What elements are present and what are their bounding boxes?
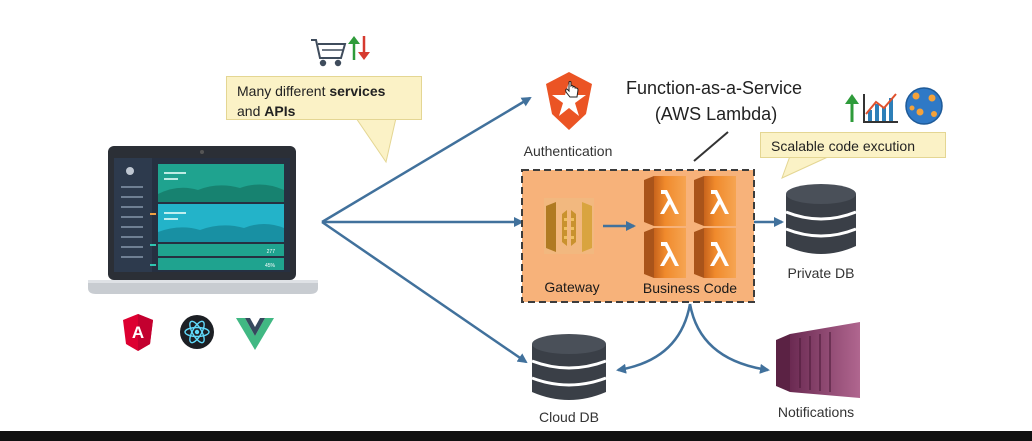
bottom-bar bbox=[0, 431, 1032, 441]
lambda-function-icon-2 bbox=[694, 176, 736, 226]
faas-title-line2: (AWS Lambda) bbox=[655, 104, 777, 124]
apis-callout-text: and bbox=[237, 103, 265, 119]
line-chart-icon bbox=[863, 93, 898, 123]
auth0-icon bbox=[546, 72, 592, 130]
people-network-icon bbox=[905, 87, 943, 125]
notifications-icon bbox=[776, 322, 860, 398]
faas-title-line1: Function-as-a-Service bbox=[626, 78, 802, 98]
svg-text:A: A bbox=[132, 323, 144, 342]
growth-up-arrow-icon bbox=[845, 94, 859, 122]
lambda-function-icon-4 bbox=[694, 228, 736, 278]
scalable-callout-text: Scalable code excution bbox=[771, 138, 915, 154]
lambda-function-icon-1 bbox=[644, 176, 686, 226]
business-code-label: Business Code bbox=[643, 280, 737, 296]
services-callout: Many different services and APIs bbox=[226, 76, 422, 120]
shopping-cart-icon bbox=[311, 39, 347, 67]
laptop-stat-1: 277 bbox=[267, 249, 276, 255]
faas-pointer-line bbox=[693, 131, 729, 162]
react-icon bbox=[180, 315, 214, 349]
services-callout-pointer bbox=[355, 117, 397, 164]
private-db-label: Private DB bbox=[788, 265, 855, 281]
private-db-icon bbox=[785, 184, 857, 254]
cloud-db-label: Cloud DB bbox=[539, 409, 599, 425]
api-gateway-icon bbox=[544, 198, 594, 254]
authentication-label: Authentication bbox=[524, 143, 613, 159]
laptop-stat-2: 45% bbox=[265, 263, 276, 269]
laptop-illustration: 277 45% bbox=[88, 146, 318, 294]
scalable-callout: Scalable code excution bbox=[760, 132, 946, 158]
up-down-arrows-icon bbox=[348, 36, 370, 60]
gateway-label: Gateway bbox=[544, 279, 599, 295]
scalable-callout-pointer bbox=[781, 155, 831, 179]
client-request-arrows bbox=[321, 96, 532, 364]
hand-cursor-icon bbox=[565, 81, 579, 98]
apis-callout-bold: APIs bbox=[264, 103, 296, 119]
vue-icon bbox=[236, 318, 274, 350]
notifications-label: Notifications bbox=[778, 404, 854, 420]
services-callout-text: Many different bbox=[237, 83, 330, 99]
lambda-output-arrows bbox=[616, 303, 770, 374]
cloud-db-icon bbox=[531, 334, 607, 400]
lambda-function-icon-3 bbox=[644, 228, 686, 278]
angular-icon: A bbox=[123, 314, 153, 351]
services-callout-bold: services bbox=[329, 83, 386, 99]
services-callout-line1: Many different services bbox=[237, 81, 411, 101]
services-callout-line2: and APIs bbox=[237, 101, 411, 121]
